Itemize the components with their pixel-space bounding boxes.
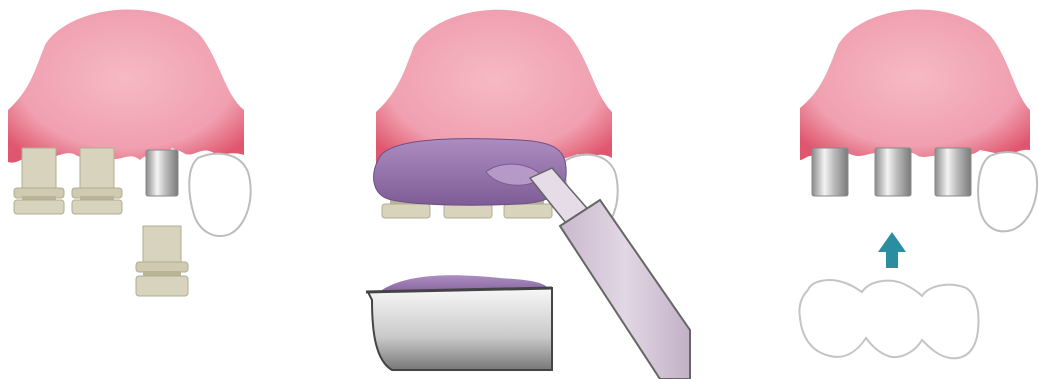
tooth-outline-icon xyxy=(978,152,1037,231)
implant-post-icon xyxy=(935,148,971,196)
panel-2 xyxy=(366,10,690,379)
gum-model-icon xyxy=(8,10,244,163)
crown-bridge-icon xyxy=(799,280,978,358)
detached-abutment-icon xyxy=(136,226,188,296)
panel-3 xyxy=(799,10,1037,359)
implant-post-icon xyxy=(812,148,848,196)
implant-post-icon xyxy=(146,150,178,196)
abutment-icon xyxy=(72,148,122,214)
gum-model-icon xyxy=(800,10,1030,160)
panel-1 xyxy=(8,10,251,296)
abutment-icon xyxy=(14,148,64,214)
tooth-outline-icon xyxy=(189,154,250,236)
impression-tray-icon xyxy=(366,275,552,370)
implant-post-icon xyxy=(875,148,911,196)
arrow-up-icon xyxy=(878,232,906,268)
